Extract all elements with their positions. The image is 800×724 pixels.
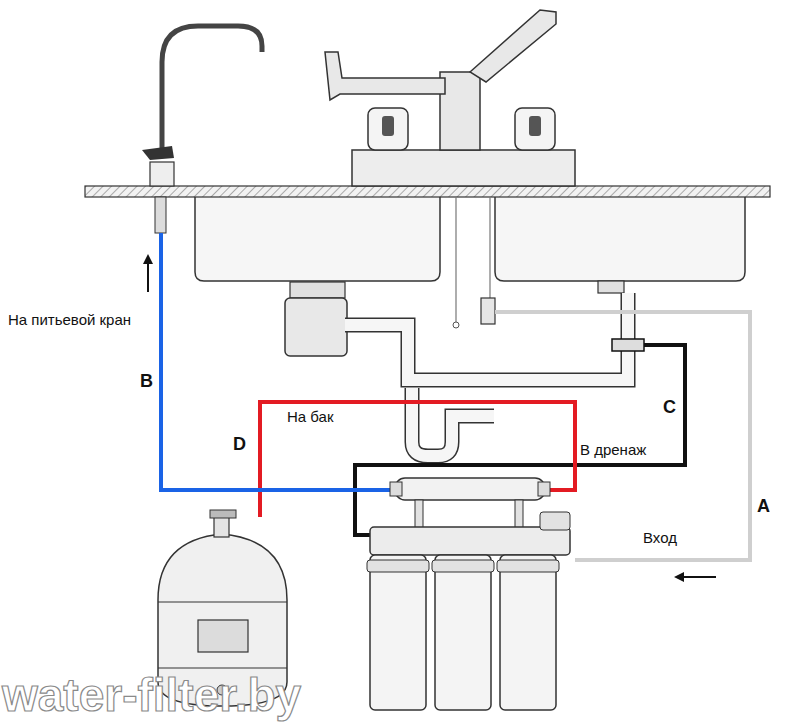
main-faucet <box>325 10 575 186</box>
faucet-shank <box>155 197 166 233</box>
watermark: water-filter.by <box>2 670 301 721</box>
membrane-fitting <box>538 482 550 496</box>
tube-label: На питьевой кран <box>8 312 131 329</box>
left-sink-bowl <box>195 197 440 281</box>
trap-outline <box>412 388 494 456</box>
tube-label: На бак <box>287 409 334 426</box>
right-sink-bowl <box>495 197 745 281</box>
drain-tube <box>355 345 685 535</box>
membrane-clip <box>415 500 423 528</box>
tube-label: В дренаж <box>580 442 646 459</box>
drain-pipe <box>345 293 628 380</box>
housing-ring <box>497 560 559 572</box>
hose <box>455 197 456 322</box>
flow-arrow <box>147 256 149 292</box>
filter-housing <box>435 555 491 710</box>
membrane-clip <box>515 500 523 528</box>
faucet-body <box>440 72 480 150</box>
tank-fitting <box>214 517 229 537</box>
tank-valve-handle <box>210 510 236 518</box>
hose-end <box>453 322 459 328</box>
faucet-handle <box>515 108 555 150</box>
flow-restrictor <box>540 512 570 530</box>
faucet-base <box>352 150 575 186</box>
filter-housing <box>500 555 556 710</box>
drain-saddle <box>612 339 644 351</box>
faucet-spout <box>325 52 445 100</box>
filter-bracket <box>370 527 570 555</box>
faucet-tube <box>161 233 392 490</box>
line-letter: A <box>757 497 770 517</box>
line-letter: C <box>663 398 676 418</box>
housing-ring <box>432 560 494 572</box>
tube-label: Вход <box>643 530 677 547</box>
membrane-fitting <box>390 482 402 496</box>
filter-housing <box>370 555 426 710</box>
faucet-handle <box>142 146 174 160</box>
tank-seam <box>158 667 287 668</box>
tank-seam <box>158 601 287 602</box>
ro-filter-unit <box>367 478 570 710</box>
disposer-flange <box>290 282 345 298</box>
countertop <box>85 186 770 197</box>
trap <box>412 388 494 456</box>
faucet-handle-mark <box>529 116 541 136</box>
membrane-housing <box>395 478 545 500</box>
sink-drain <box>598 281 624 293</box>
disposer <box>285 298 347 356</box>
line-letter: B <box>140 372 153 392</box>
hose <box>489 197 490 298</box>
faucet-handle-mark <box>382 116 394 136</box>
drinking-faucet <box>142 26 262 233</box>
inlet-tube <box>495 312 750 560</box>
drain-pipe-outline <box>345 293 628 380</box>
line-letter: D <box>233 435 246 455</box>
faucet-handle <box>368 108 408 150</box>
shutoff-valve <box>481 298 495 324</box>
faucet-base <box>150 162 174 186</box>
tank-label-plate <box>198 620 248 652</box>
flow-arrow <box>676 576 716 578</box>
faucet-spout <box>162 26 262 152</box>
housing-ring <box>367 560 429 572</box>
faucet-lever <box>470 10 556 82</box>
